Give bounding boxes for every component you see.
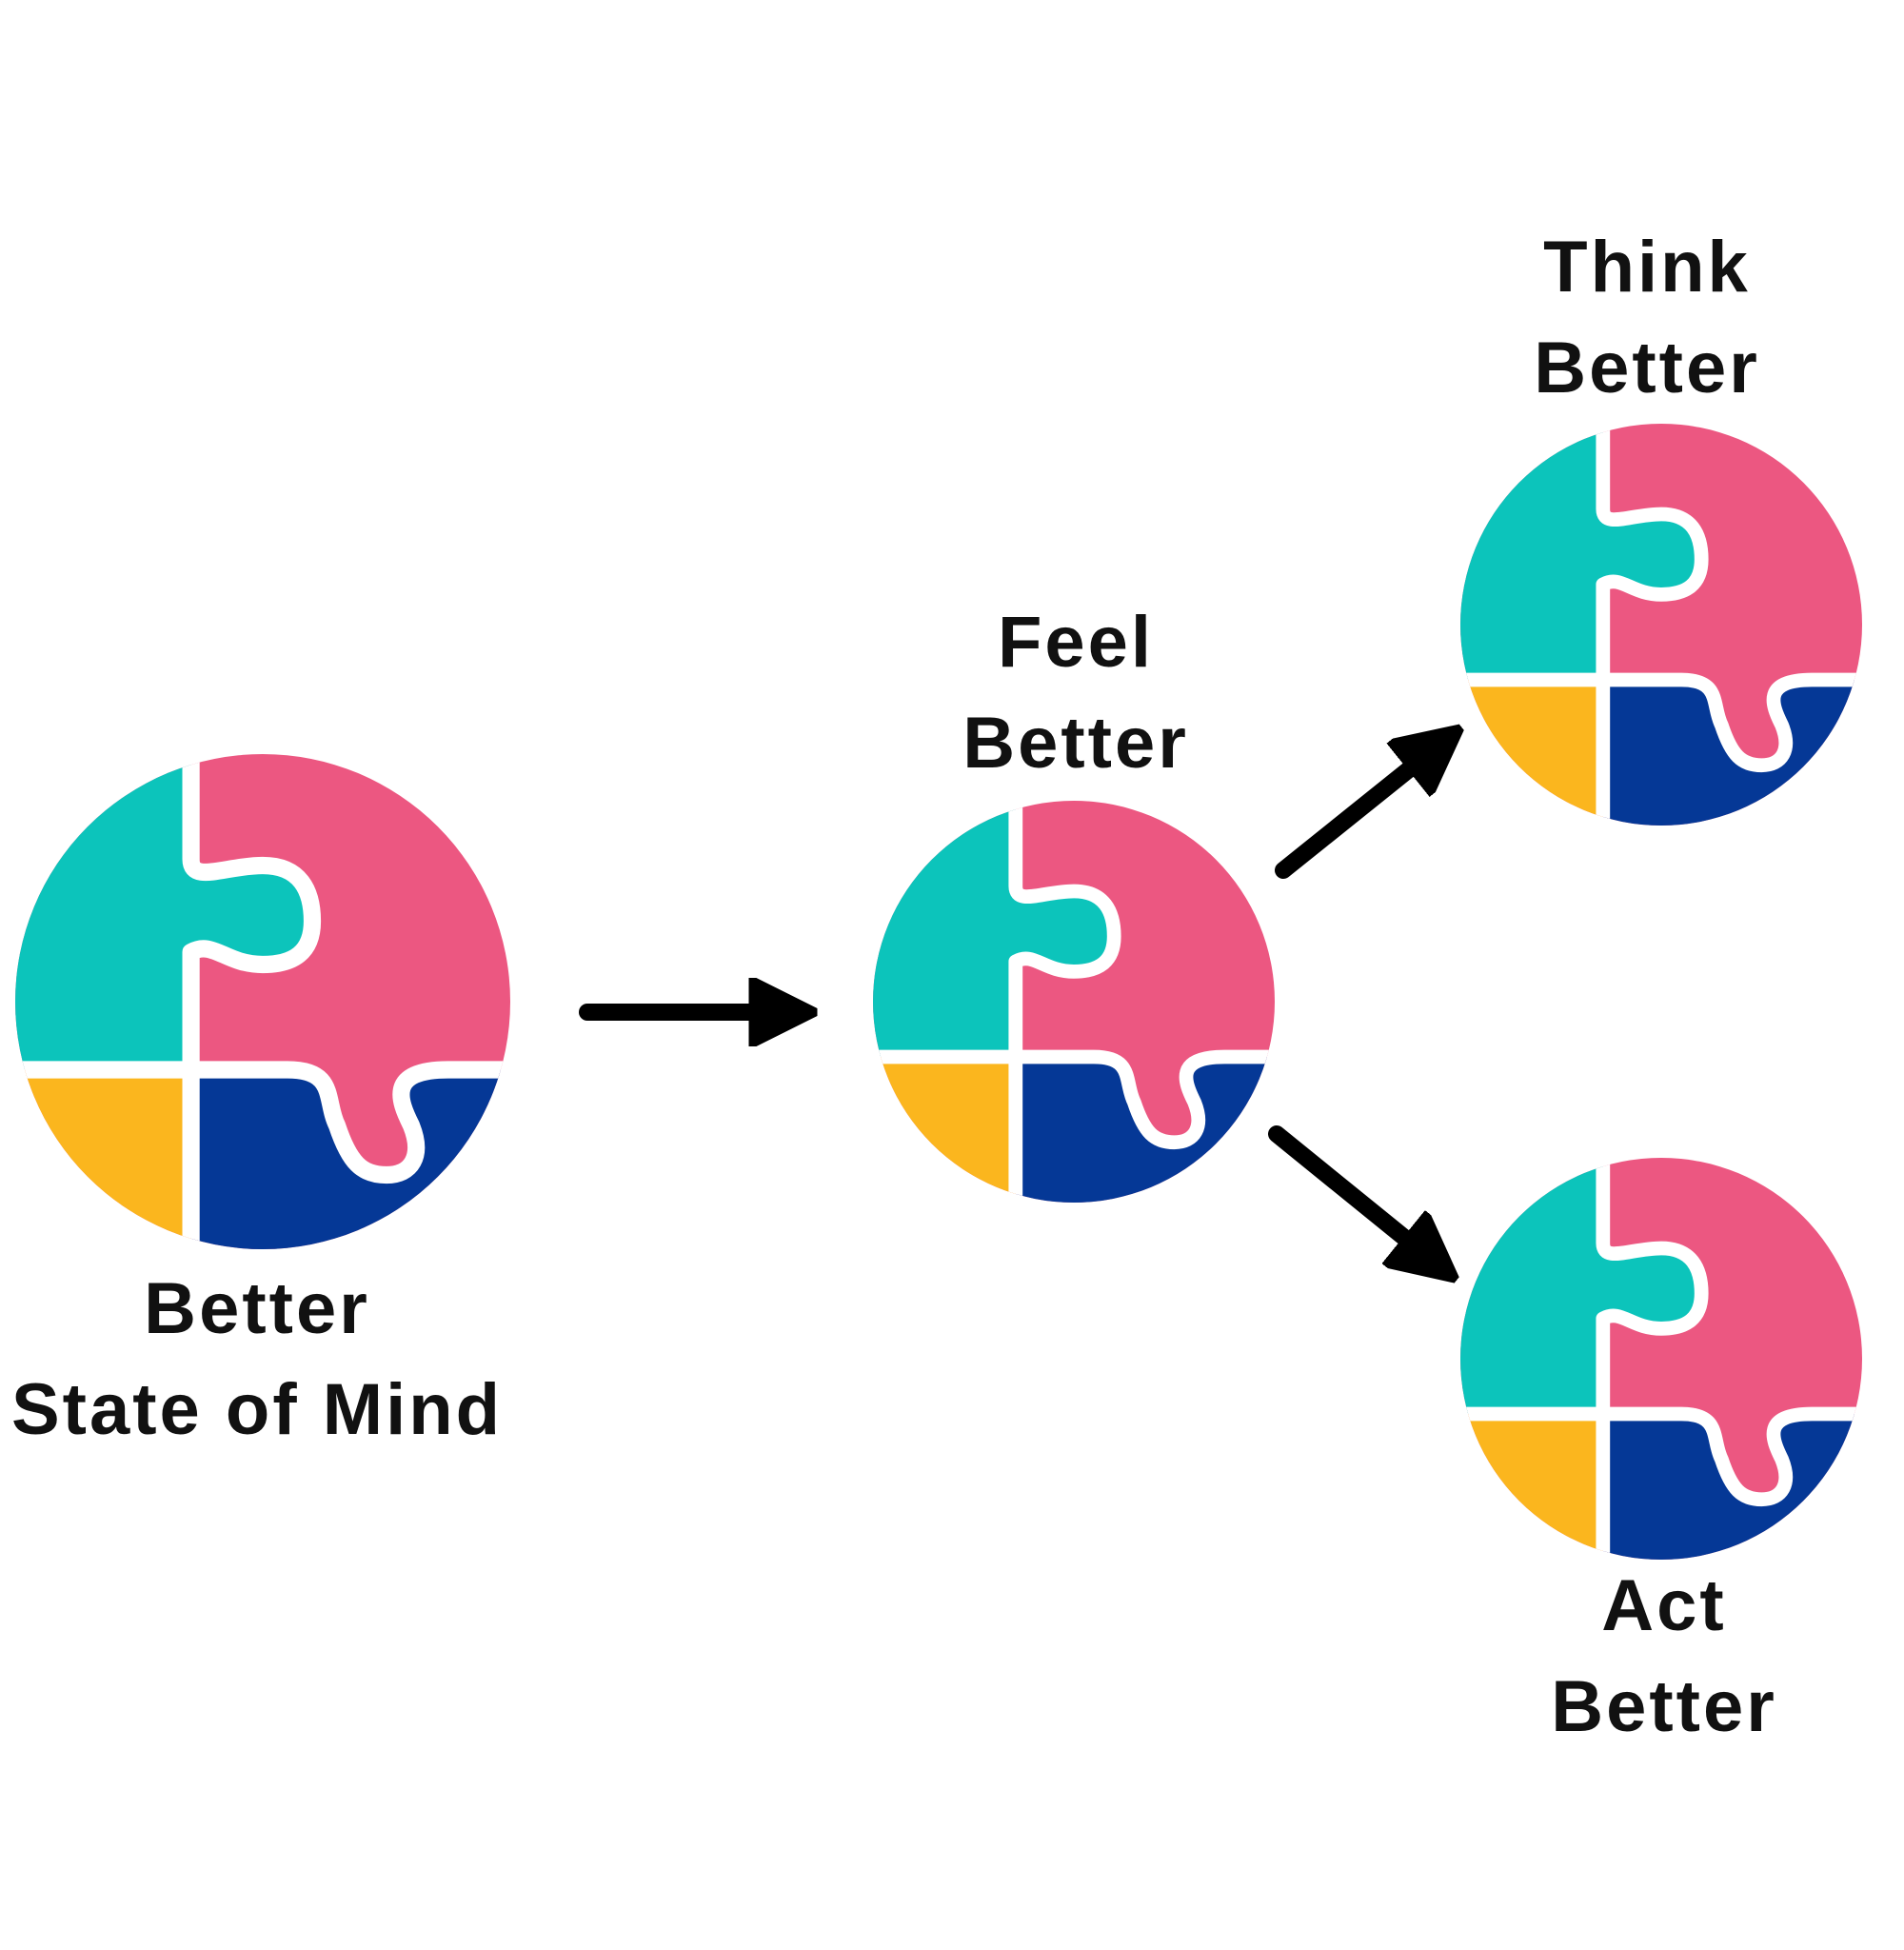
arrow-feel-to-think	[1275, 746, 1438, 879]
arrow-feel-to-act	[1268, 1125, 1433, 1261]
label-line: Feel	[997, 602, 1155, 683]
node-label-state: Better State of Mind	[11, 1259, 503, 1461]
label-line: Better	[1534, 328, 1760, 408]
node-label-act: Act Better	[1551, 1556, 1777, 1758]
node-label-think: Think Better	[1534, 217, 1760, 419]
label-line: Better	[962, 703, 1189, 784]
label-line: Act	[1601, 1565, 1727, 1646]
node-label-feel: Feel Better	[962, 592, 1189, 794]
label-line: State of Mind	[10, 1369, 504, 1450]
label-line: Think	[1543, 227, 1751, 308]
label-line: Better	[144, 1268, 370, 1349]
label-line: Better	[1551, 1666, 1777, 1747]
